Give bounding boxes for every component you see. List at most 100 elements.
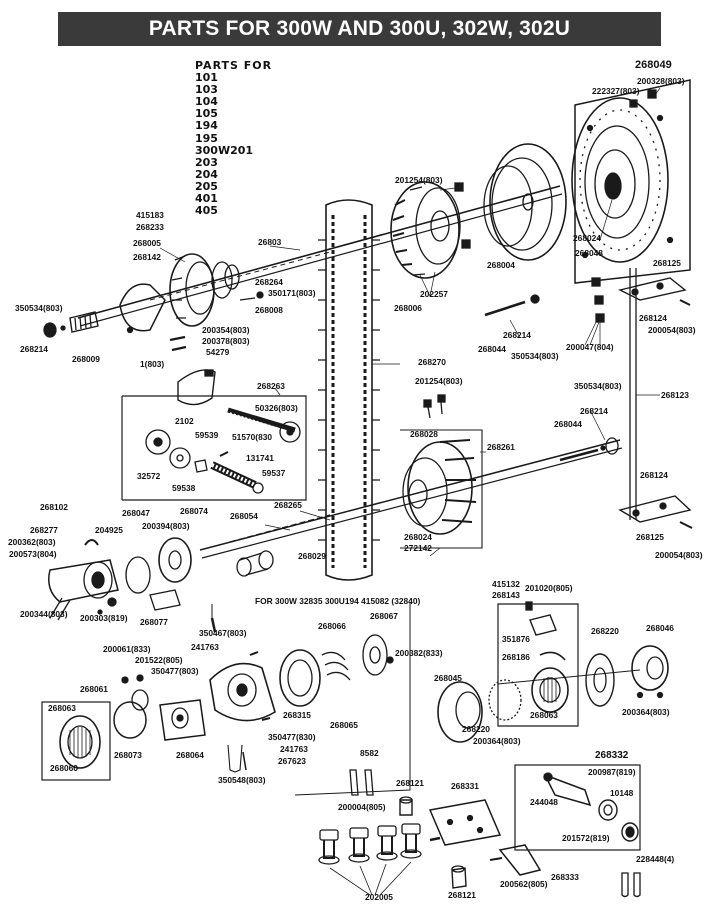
part-label-l202257: 202257: [420, 289, 448, 299]
crank-assembly-268102: [48, 537, 192, 621]
model-item: 300W201: [195, 143, 254, 157]
model-item: 195: [195, 131, 218, 145]
part-label-l268024b: 268024: [404, 532, 432, 542]
part-label-l268044a: 268044: [478, 344, 506, 354]
part-label-l268214b: 268214: [503, 330, 531, 340]
part-label-l268270: 268270: [418, 357, 446, 367]
part-label-l200562: 200562(805): [500, 879, 548, 889]
part-label-l200362: 200362(803): [8, 537, 56, 547]
part-label-l200394: 200394(803): [142, 521, 190, 531]
part-label-l268054: 268054: [230, 511, 258, 521]
model-item: 105: [195, 107, 218, 121]
part-label-l268005: 268005: [133, 238, 161, 248]
part-label-l131741: 131741: [246, 453, 274, 463]
needle-268044-upper: [484, 294, 540, 317]
part-label-l201572: 201572(819): [562, 833, 610, 843]
part-label-l244048: 244048: [530, 797, 558, 807]
part-label-l200054b: 200054(803): [655, 550, 703, 560]
part-label-l204925: 204925: [95, 525, 123, 535]
part-label-l268064: 268064: [176, 750, 204, 760]
part-label-l268077: 268077: [140, 617, 168, 627]
small-screws: [126, 326, 187, 352]
part-label-l268067: 268067: [370, 611, 398, 621]
part-label-l241763a: 241763: [191, 642, 219, 652]
screws-200047: [584, 277, 605, 346]
part-label-l59539: 59539: [195, 430, 219, 440]
pins-228448: [621, 872, 641, 898]
part-label-l415132: 415132: [492, 579, 520, 589]
cam-plate-2102: [177, 369, 216, 406]
part-label-l350171: 350171(803): [268, 288, 316, 298]
part-label-l200004: 200004(805): [338, 802, 386, 812]
models-header: PARTS FOR: [195, 59, 273, 72]
part-label-l228448: 228448(4): [636, 854, 674, 864]
box-268263: [121, 395, 307, 501]
part-label-l350467: 350467(803): [199, 628, 247, 638]
part-label-l415183: 415183: [136, 210, 164, 220]
part-label-l268044b: 268044: [554, 419, 582, 429]
arm-268333: [489, 844, 542, 876]
part-label-l200378: 200378(803): [202, 336, 250, 346]
part-label-l200047: 200047(804): [566, 342, 614, 352]
part-label-l268125a: 268125: [653, 258, 681, 268]
studs-202005: [318, 823, 441, 896]
bracket-268124-lower: [618, 495, 693, 529]
part-label-l350477a: 350477(803): [151, 666, 199, 676]
model-item: 103: [195, 83, 218, 97]
part-268121-lower: [451, 865, 467, 889]
part-label-l268261: 268261: [487, 442, 515, 452]
part-label-l268065: 268065: [330, 720, 358, 730]
part-label-l222327: 222327(803): [592, 86, 640, 96]
part-label-l268220a: 268220: [591, 626, 619, 636]
note-bracket: [211, 603, 411, 796]
part-label-l268066: 268066: [318, 621, 346, 631]
part-label-l8582: 8582: [360, 748, 379, 758]
model-item: 401: [195, 192, 218, 206]
part-268045: [437, 679, 522, 743]
part-label-l350534a: 350534(803): [15, 303, 63, 313]
part-label-l268803: 26803: [258, 237, 282, 247]
model-item: 205: [195, 179, 218, 193]
model-item: 405: [195, 204, 218, 218]
part-label-l268124b: 268124: [640, 470, 668, 480]
part-label-l268063b: 268063: [530, 710, 558, 720]
lower-drive-shaft: [199, 439, 623, 559]
part-label-l268045: 268045: [434, 673, 462, 683]
part-label-l268333: 268333: [551, 872, 579, 882]
pulley-disc-268004: [483, 143, 567, 261]
part-label-l32572: 32572: [137, 471, 161, 481]
part-label-l200573: 200573(804): [9, 549, 57, 559]
part-268029: [236, 550, 274, 577]
model-item: 101: [195, 71, 218, 85]
part-label-l268143: 268143: [492, 590, 520, 600]
part-label-l268142: 268142: [133, 252, 161, 262]
hook-assembly-268315: [209, 617, 394, 722]
model-note: FOR 300W 32835 300U194 415082 (32840): [255, 596, 420, 606]
part-label-l59538: 59538: [172, 483, 196, 493]
part-label-l268121a: 268121: [396, 778, 424, 788]
part-label-l268004: 268004: [487, 260, 515, 270]
part-label-l200344: 200344(803): [20, 609, 68, 619]
part-label-l10148: 10148: [610, 788, 634, 798]
part-label-l268047: 268047: [122, 508, 150, 518]
part-268073: [113, 674, 149, 739]
part-label-l201522: 201522(805): [135, 655, 183, 665]
part-label-l268049: 268049: [635, 59, 672, 71]
box-268332: [514, 764, 641, 851]
part-label-l2102: 2102: [175, 416, 194, 426]
screws-201254-lower: [423, 394, 446, 419]
part-label-l351876: 351876: [502, 634, 530, 644]
part-label-l268028: 268028: [410, 429, 438, 439]
part-number-labels: 268049200328(803)222327(803)268024268048…: [8, 59, 703, 902]
box-268143: [497, 601, 579, 727]
gear-assembly-268005: [119, 253, 264, 332]
lower-pulley-268028: [400, 429, 483, 549]
spindle-end-268009: [43, 311, 99, 338]
part-label-l50326: 50326(803): [255, 403, 298, 413]
part-label-l268008: 268008: [255, 305, 283, 315]
part-label-l54279: 54279: [206, 347, 230, 357]
part-label-l268060: 268060: [50, 763, 78, 773]
part-268046: [631, 645, 669, 699]
part-268064: [159, 699, 206, 741]
